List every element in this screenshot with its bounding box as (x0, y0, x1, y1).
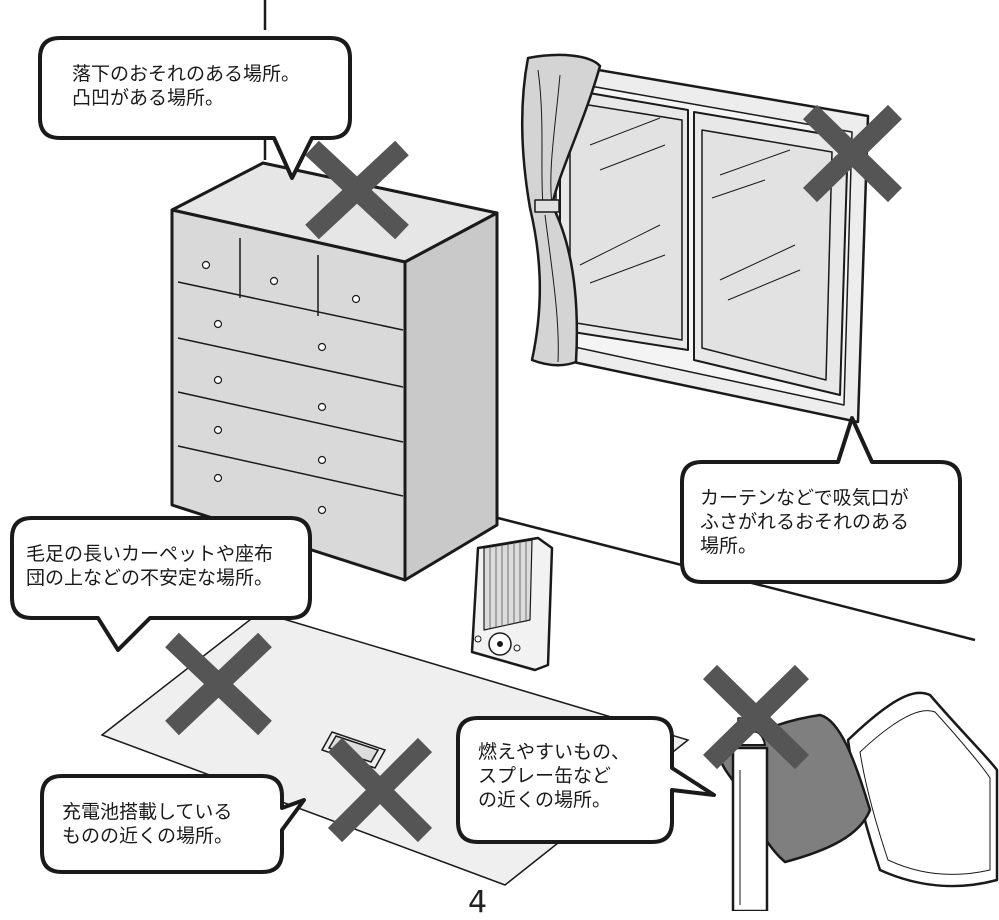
cabinet-side (403, 211, 499, 582)
bubble-near-curtain (680, 416, 962, 584)
callout-line: 充電池搭載している (62, 801, 233, 823)
callout-line: 燃えやすいもの、 (478, 741, 631, 763)
cross-icon (327, 737, 433, 843)
bubble-near-flammables (456, 716, 716, 844)
callout-on-carpet: 毛足の長いカーペットや座布 団の上などの不安定な場所。 (26, 542, 273, 590)
prohibited-marks (165, 104, 902, 843)
bubble-top-of-cabinet (38, 36, 352, 180)
callout-near-battery-devices: 充電池搭載している ものの近くの場所。 (62, 800, 233, 848)
callout-line: 凸凹がある場所。 (72, 87, 225, 109)
callout-line: カーテンなどで吸気口が (700, 487, 909, 509)
curtain (520, 53, 602, 367)
speech-bubbles (10, 36, 962, 874)
callout-line: スプレー缶など (478, 765, 612, 787)
device (470, 536, 554, 672)
callout-line: 団の上などの不安定な場所。 (26, 567, 274, 589)
callout-near-flammables: 燃えやすいもの、 スプレー缶など の近くの場所。 (478, 740, 630, 812)
callout-top-of-cabinet: 落下のおそれのある場所。 凸凹がある場所。 (72, 62, 300, 110)
callout-line: 場所。 (700, 535, 758, 557)
bubble-near-battery-devices (40, 774, 306, 874)
cross-icon (703, 664, 809, 770)
cross-icon (165, 632, 272, 736)
drawer-knobs (201, 260, 361, 515)
callout-line: ふさがれるおそれのある (700, 511, 910, 533)
callout-near-curtain: カーテンなどで吸気口が ふさがれるおそれのある 場所。 (700, 486, 909, 558)
cross-icon (305, 140, 409, 240)
callout-line: 落下のおそれのある場所。 (72, 63, 301, 85)
callout-line: ものの近くの場所。 (62, 825, 234, 847)
callout-line: の近くの場所。 (478, 789, 612, 811)
window (538, 58, 870, 424)
page-number: 4 (468, 885, 488, 920)
bubble-on-carpet (10, 516, 312, 652)
callout-line: 毛足の長いカーペットや座布 (26, 543, 274, 565)
cross-icon (803, 104, 902, 203)
